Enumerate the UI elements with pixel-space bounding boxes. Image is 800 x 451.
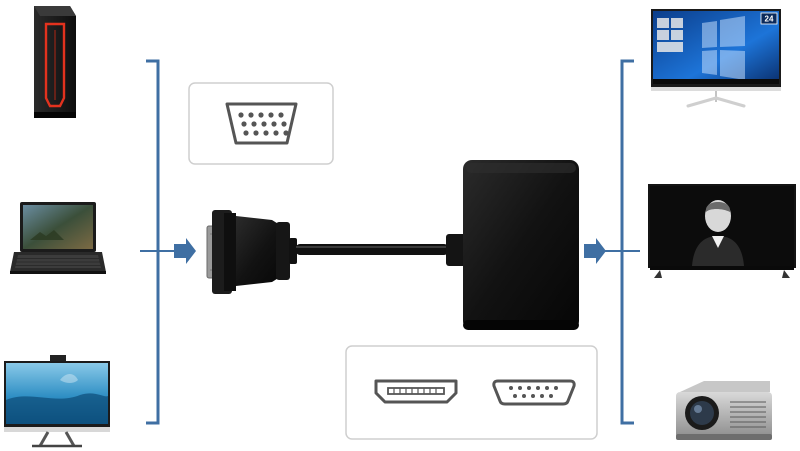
right-bracket bbox=[604, 59, 640, 425]
output-arrow-icon bbox=[584, 238, 606, 264]
input-arrow-icon bbox=[174, 238, 196, 264]
adapter-cable bbox=[296, 244, 448, 255]
input-port-card bbox=[188, 82, 334, 165]
vga-plug bbox=[206, 210, 297, 294]
svg-text:24: 24 bbox=[765, 15, 774, 24]
vga-port-icon bbox=[225, 102, 298, 145]
desktop-tower-icon bbox=[34, 6, 76, 118]
output-port-card bbox=[345, 345, 598, 440]
laptop-icon bbox=[10, 202, 106, 274]
monitor-icon: 24 bbox=[651, 9, 781, 108]
adapter-body bbox=[446, 160, 579, 330]
vga-port-icon bbox=[492, 379, 576, 406]
tv-icon bbox=[648, 184, 796, 278]
all-in-one-pc-icon bbox=[4, 355, 110, 448]
projector-icon bbox=[676, 381, 772, 440]
left-bracket bbox=[140, 59, 176, 425]
hdmi-port-icon bbox=[374, 379, 458, 404]
